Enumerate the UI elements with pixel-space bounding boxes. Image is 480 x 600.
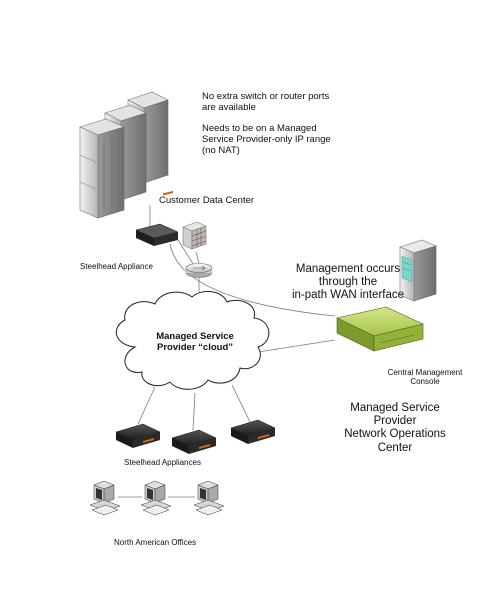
cmc-server-tower-icon [399, 239, 437, 302]
office-pc-left-icon [89, 480, 121, 516]
note-line-4: Service Provider-only IP range [202, 133, 331, 145]
server-tower-front [79, 118, 125, 219]
note-line-3: Needs to be on a Managed [202, 122, 317, 134]
central-management-console-icon [336, 306, 424, 352]
cloud-label: Managed Service Provider “cloud” [130, 331, 260, 354]
link-cloud-to-appliance-mid [192, 392, 196, 431]
north-american-offices-label: North American Offices [114, 538, 197, 547]
note-line-2: are available [202, 101, 256, 113]
steelhead-appliance-icon [135, 190, 179, 246]
router-icon [185, 263, 213, 278]
customer-server-rack-icon [79, 91, 169, 219]
cmc-line-1: Central Management [387, 368, 463, 377]
customer-data-center-label: Customer Data Center [159, 195, 255, 206]
note-line-5: (no NAT) [202, 144, 240, 156]
cmc-label: Central Management Console [375, 368, 475, 386]
steelhead-appliance-middle-icon [171, 429, 217, 454]
link-cloud-to-cmc [257, 339, 336, 353]
cloud-line-1: Managed Service [156, 331, 234, 342]
steelhead-appliances-label: Steelhead Appliances [124, 458, 201, 467]
managed-service-provider-cloud [115, 290, 270, 390]
noc-line-1: Managed Service [350, 402, 440, 414]
office-pc-right-icon [193, 480, 225, 516]
steelhead-appliance-left-icon [115, 423, 161, 448]
link-cloud-to-appliance-left [137, 386, 156, 425]
noc-line-2: Provider [373, 415, 417, 428]
note-line-1: No extra switch or router ports [202, 91, 330, 102]
management-note: Management occurs through the in-path WA… [268, 263, 428, 303]
link-cloud-to-appliance-right [231, 384, 251, 423]
link-steelhead-to-cmc [169, 243, 336, 317]
management-line-3: in-path WAN interface [291, 289, 405, 302]
link-firewall-to-router [195, 251, 200, 264]
steelhead-appliance-label: Steelhead Appliance [80, 262, 153, 271]
cloud-line-2: Provider “cloud” [156, 341, 233, 353]
cmc-line-2: Console [410, 377, 440, 387]
steelhead-appliance-right-icon [230, 419, 276, 444]
noc-line-3: Network Operations [344, 428, 446, 441]
noc-line-4: Center [377, 441, 413, 454]
office-pc-middle-icon [140, 480, 172, 516]
firewall-icon [182, 221, 207, 250]
management-line-1: Management occurs [295, 263, 401, 275]
connection-lines [118, 205, 336, 498]
requirements-note: No extra switch or router ports are avai… [202, 91, 331, 157]
noc-label: Managed Service Provider Network Operati… [335, 402, 455, 455]
management-line-2: through the [318, 276, 378, 289]
